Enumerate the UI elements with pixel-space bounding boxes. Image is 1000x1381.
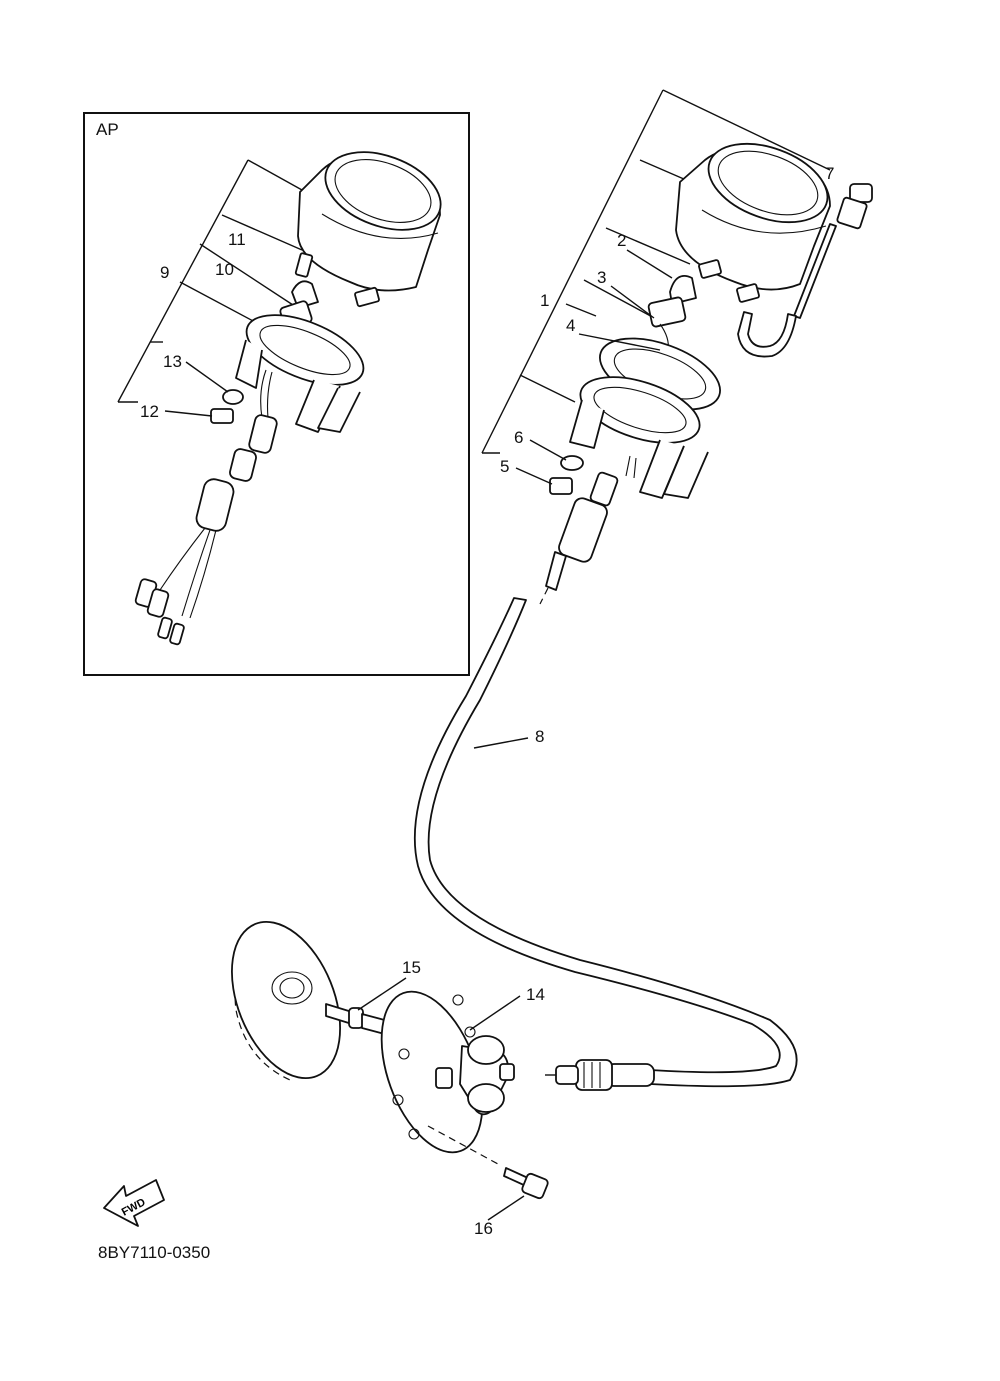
- main-nuts: [549, 455, 584, 495]
- callout-2: 2: [617, 231, 626, 250]
- inset-harness: [134, 369, 278, 646]
- callout-8: 8: [535, 727, 544, 746]
- inset-bracket: [235, 314, 365, 433]
- callout-5: 5: [500, 457, 509, 476]
- brake-disc: [231, 920, 341, 1081]
- bolt: [503, 1167, 549, 1200]
- callout-7: 7: [825, 164, 834, 183]
- callout-10: 10: [215, 260, 234, 279]
- catalog-number: 8BY7110-0350: [98, 1243, 210, 1262]
- callout-9: 9: [160, 263, 169, 282]
- trip-knob: [737, 183, 873, 358]
- callout-14: 14: [526, 985, 545, 1004]
- callout-4: 4: [566, 316, 575, 335]
- callout-3: 3: [597, 268, 606, 287]
- inset-gauge: [294, 151, 442, 308]
- cable-upper-end: [545, 471, 619, 591]
- callout-13: 13: [163, 352, 182, 371]
- callout-15: 15: [402, 958, 421, 977]
- fwd-arrow-icon: FWD: [103, 1179, 165, 1227]
- inset-ap-box: AP: [83, 112, 470, 676]
- callout-11: 11: [228, 230, 246, 249]
- main-gauge: [675, 142, 831, 303]
- inset-label: AP: [96, 120, 119, 139]
- callout-12: 12: [140, 402, 159, 421]
- callout-6: 6: [514, 428, 523, 447]
- cable-lower-end: [545, 1059, 655, 1091]
- inset-nuts: [210, 389, 244, 424]
- main-bulb: [647, 274, 697, 351]
- callout-16: 16: [474, 1219, 493, 1238]
- speedometer-cable: [413, 587, 798, 1088]
- gear-unit: [380, 990, 515, 1165]
- callout-1: 1: [540, 291, 549, 310]
- main-assembly: 7 2 3 1 4 6 5 8 15 14 16: [231, 89, 873, 1238]
- main-bracket: [569, 337, 721, 499]
